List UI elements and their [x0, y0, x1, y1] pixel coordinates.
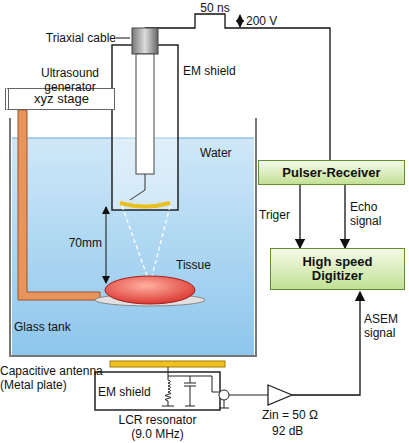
- label: 92 dB: [272, 424, 332, 438]
- cable-connector: [132, 28, 158, 54]
- node-text: Pulser-Receiver: [282, 166, 380, 180]
- coax-connector: [219, 390, 229, 400]
- em-shield: [112, 45, 178, 210]
- resistor-symbol: [162, 392, 174, 406]
- node-text: xyz stage: [34, 92, 89, 106]
- label: 70mm: [62, 236, 102, 250]
- label: Tissue: [176, 258, 226, 272]
- signal-arrow: [344, 185, 345, 248]
- label: Capacitive antenna (Metal plate): [0, 364, 108, 392]
- tissue: [105, 276, 195, 304]
- label: Ultrasound generator: [30, 66, 110, 94]
- label: 200 V: [246, 14, 286, 28]
- label: ASEM signal: [364, 312, 408, 340]
- label: Water: [200, 146, 250, 160]
- label: LCR resonator (9.0 MHz): [110, 413, 205, 441]
- capacitor-symbol: [184, 383, 196, 406]
- em-shield-box: [95, 372, 220, 410]
- label: EM shield: [98, 385, 162, 399]
- pulser-receiver-box: Pulser-Receiver: [258, 160, 405, 185]
- leader-line: [116, 38, 130, 39]
- label: Glass tank: [14, 320, 84, 334]
- amplifier: [268, 385, 292, 405]
- signal-arrow: [299, 185, 300, 248]
- inductor-symbol: [168, 380, 171, 392]
- label: EM shield: [183, 64, 243, 78]
- label: Triaxial cable: [38, 31, 116, 45]
- node-text: High speed Digitizer: [283, 255, 393, 283]
- stage-arm: [18, 110, 100, 300]
- asem-wire: [292, 292, 360, 395]
- transducer-element: [120, 203, 170, 207]
- edge-label: Echo signal: [350, 200, 395, 228]
- edge-label: Triger: [259, 208, 297, 222]
- label: Zin = 50 Ω: [262, 408, 352, 422]
- transducer-body: [136, 54, 154, 174]
- label: 50 ns: [195, 1, 235, 15]
- digitizer-box: High speed Digitizer: [270, 248, 405, 290]
- metal-plate: [110, 361, 225, 367]
